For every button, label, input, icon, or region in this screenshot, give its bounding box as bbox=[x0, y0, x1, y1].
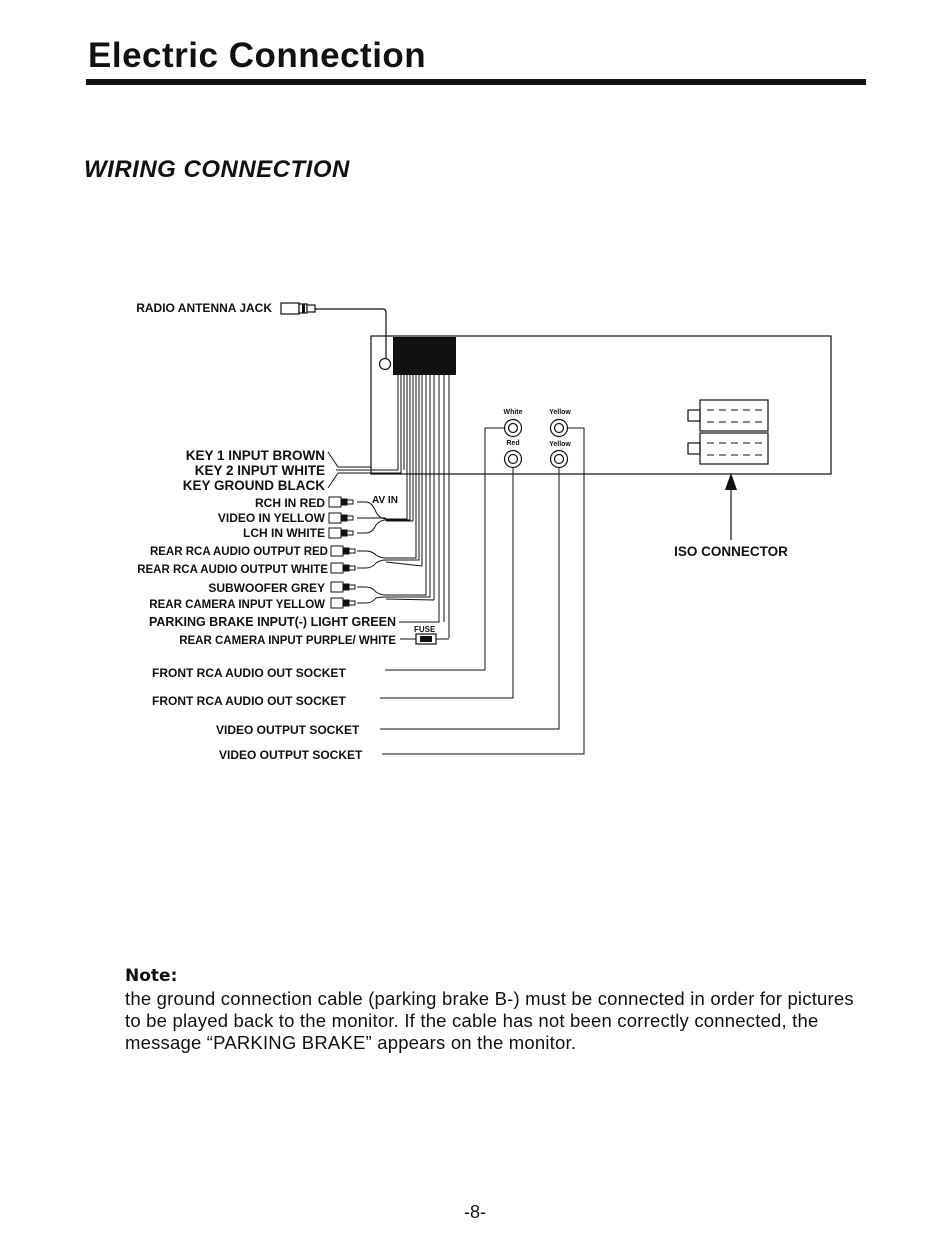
socket-label-yellow-top: Yellow bbox=[549, 409, 571, 416]
label-front-rca-2: FRONT RCA AUDIO OUT SOCKET bbox=[152, 694, 346, 708]
iso-arrow bbox=[725, 473, 737, 540]
label-parking-brake: PARKING BRAKE INPUT(-) LIGHT GREEN bbox=[149, 615, 396, 629]
label-key2: KEY 2 INPUT WHITE bbox=[195, 463, 325, 478]
label-rear-cam-yellow: REAR CAMERA INPUT YELLOW bbox=[149, 599, 325, 611]
socket-label-yellow-bottom: Yellow bbox=[549, 441, 571, 448]
title-rule bbox=[86, 79, 866, 85]
rca-plug-icons bbox=[328, 496, 356, 609]
antenna-label: RADIO ANTENNA JACK bbox=[136, 301, 272, 315]
note-block: Note: the ground connection cable (parki… bbox=[125, 966, 865, 1054]
label-rear-red: REAR RCA AUDIO OUTPUT RED bbox=[150, 546, 328, 558]
fuse-icon bbox=[415, 633, 437, 645]
fuse-label: FUSE bbox=[414, 625, 436, 634]
note-body: the ground connection cable (parking bra… bbox=[125, 988, 854, 1053]
av-in-label: AV IN bbox=[372, 495, 398, 506]
label-lch: LCH IN WHITE bbox=[243, 526, 325, 540]
label-video-out-2: VIDEO OUTPUT SOCKET bbox=[219, 748, 363, 762]
page-title: Electric Connection bbox=[88, 36, 427, 75]
iso-connector-label: ISO CONNECTOR bbox=[674, 544, 788, 559]
page-number: -8- bbox=[464, 1202, 486, 1222]
head-unit-outline bbox=[370, 335, 832, 475]
label-front-rca-1: FRONT RCA AUDIO OUT SOCKET bbox=[152, 666, 346, 680]
main-harness-connector bbox=[393, 337, 456, 375]
socket-label-red: Red bbox=[506, 440, 519, 447]
label-video-out-1: VIDEO OUTPUT SOCKET bbox=[216, 723, 360, 737]
rca-sockets bbox=[503, 418, 569, 469]
label-subwoofer: SUBWOOFER GREY bbox=[208, 581, 325, 595]
antenna-port bbox=[378, 357, 392, 371]
note-heading: Note: bbox=[125, 966, 178, 986]
label-key-ground: KEY GROUND BLACK bbox=[183, 478, 326, 493]
label-rear-white: REAR RCA AUDIO OUTPUT WHITE bbox=[137, 564, 328, 576]
socket-label-white: White bbox=[503, 409, 522, 416]
label-video-in: VIDEO IN YELLOW bbox=[218, 511, 326, 525]
antenna-jack-icon bbox=[280, 302, 387, 358]
iso-connector-icon bbox=[687, 399, 769, 465]
socket-leader-lines bbox=[380, 427, 585, 755]
label-key1: KEY 1 INPUT BROWN bbox=[186, 448, 325, 463]
label-rear-cam-purple: REAR CAMERA INPUT PURPLE/ WHITE bbox=[179, 635, 396, 647]
section-title: WIRING CONNECTION bbox=[84, 156, 350, 183]
label-rch: RCH IN RED bbox=[255, 496, 325, 510]
wire-bundle bbox=[327, 375, 450, 640]
